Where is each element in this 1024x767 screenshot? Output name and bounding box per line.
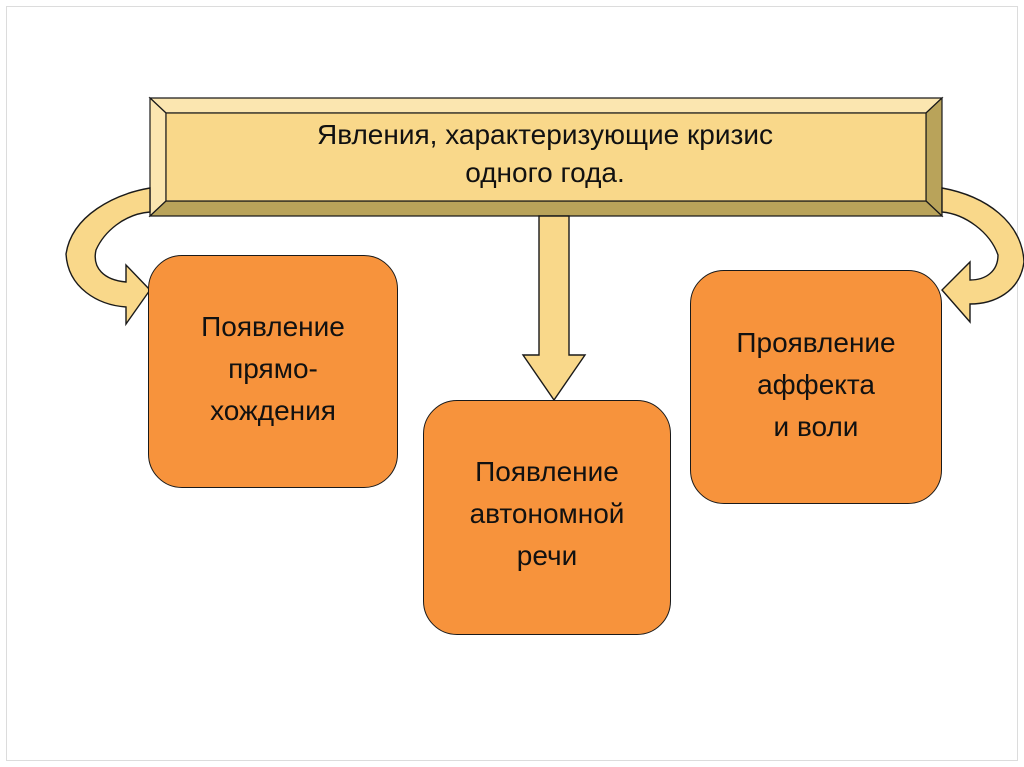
box-speech-line-1: Появление — [475, 455, 619, 487]
title-banner — [148, 96, 944, 218]
title-line-2: одного года. — [465, 157, 625, 188]
arrow-curved-left — [65, 187, 151, 327]
box-walking: Появление прямо- хождения — [148, 255, 398, 488]
box-walking-text: Появление прямо- хождения — [201, 306, 345, 432]
diagram-title: Явления, характеризующие кризис одного г… — [170, 116, 920, 192]
box-autonomous-speech-text: Появление автономной речи — [470, 451, 625, 577]
banner-bevel-top — [148, 97, 944, 114]
banner-bevel-bottom — [148, 200, 944, 217]
title-line-1: Явления, характеризующие кризис — [317, 119, 773, 150]
box-affect-will-text: Проявление аффекта и воли — [736, 322, 895, 448]
banner-bevel-right — [925, 96, 943, 218]
box-speech-line-3: речи — [516, 539, 578, 571]
banner-bevel-left — [149, 96, 167, 218]
box-affect-will: Проявление аффекта и воли — [690, 270, 942, 504]
box-speech-line-2: автономной — [469, 497, 625, 529]
box-affect-line-1: Проявление — [736, 327, 896, 358]
box-walking-line-3: хождения — [210, 394, 336, 426]
banner-face — [165, 112, 927, 202]
box-walking-line-1: Появление — [201, 310, 345, 342]
box-walking-line-2: прямо- — [228, 352, 318, 384]
box-autonomous-speech: Появление автономной речи — [423, 400, 671, 635]
arrow-curved-right — [941, 187, 1024, 324]
box-affect-line-2: аффекта — [757, 369, 875, 400]
arrow-down-center — [521, 215, 587, 402]
box-affect-line-3: и воли — [773, 411, 859, 442]
